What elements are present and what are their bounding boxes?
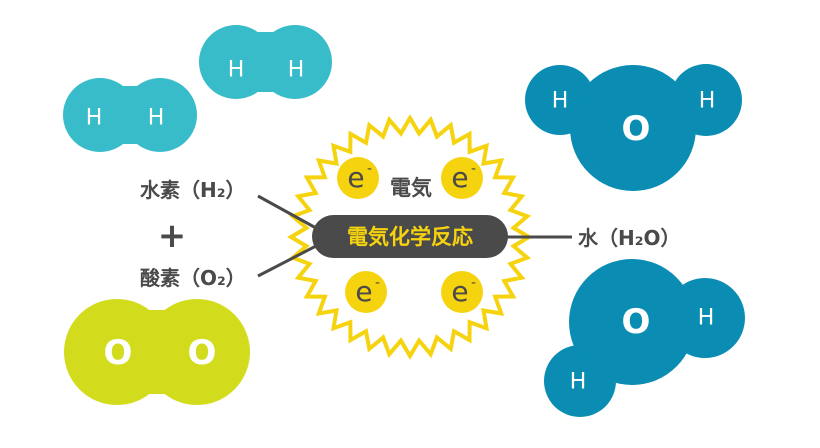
water-molecule: H H O: [525, 64, 742, 191]
oxygen-label: 酸素（O₂）: [140, 266, 246, 290]
hydrogen-atom: H: [698, 306, 715, 331]
hydrogen-atom: H: [552, 89, 569, 114]
electron-charge: -: [471, 275, 476, 291]
plus-sign: +: [158, 216, 187, 256]
electron: e-: [345, 271, 387, 313]
electron-symbol: e: [347, 161, 364, 194]
electron-circle: [441, 271, 483, 313]
electron-circle: [441, 157, 483, 199]
electron-charge: -: [375, 275, 380, 291]
electron-circle: [345, 271, 387, 313]
electron-symbol: e: [355, 275, 372, 308]
electron: e-: [441, 157, 483, 199]
hydrogen-atom: H: [699, 89, 716, 114]
water-label: 水（H₂O）: [578, 226, 681, 250]
hydrogen-molecule: H H: [199, 25, 332, 99]
water-molecule: H H O: [544, 259, 745, 417]
reaction-pill: [312, 215, 508, 258]
electron-charge: -: [471, 161, 476, 177]
reaction-label: 電気化学反応: [347, 225, 473, 249]
electron: e-: [441, 271, 483, 313]
hydrogen-atom: H: [288, 58, 305, 83]
electron-symbol: e: [451, 161, 468, 194]
oxygen-atom: O: [188, 333, 217, 373]
connector-lines: [257, 194, 572, 278]
oxygen-atom: O: [622, 302, 651, 342]
hydrogen-label: 水素（H₂）: [140, 178, 246, 202]
electron-charge: -: [367, 161, 372, 177]
oxygen-molecule: O O: [64, 299, 250, 405]
oxygen-atom: O: [104, 333, 133, 373]
hydrogen-atom: H: [148, 106, 165, 131]
oxygen-atom: O: [622, 109, 651, 149]
hydrogen-atom: H: [86, 106, 103, 131]
hydrogen-atom: H: [570, 370, 587, 395]
electron-symbol: e: [451, 275, 468, 308]
electricity-label: 電気: [390, 176, 432, 200]
electron: e-: [337, 157, 379, 199]
hydrogen-atom: H: [228, 58, 245, 83]
electron-circle: [337, 157, 379, 199]
hydrogen-molecule: H H: [63, 78, 197, 152]
